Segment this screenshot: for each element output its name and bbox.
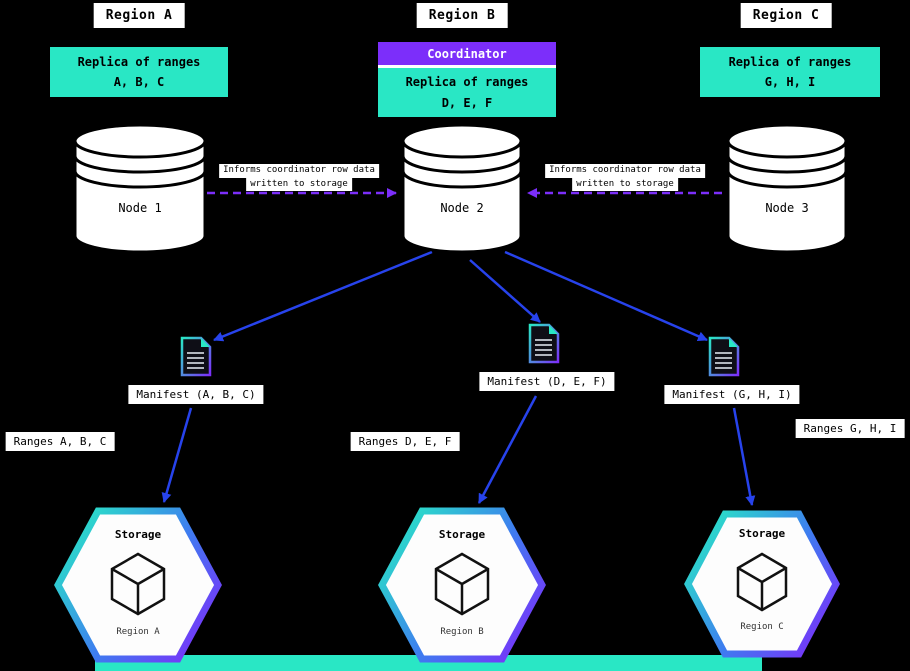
manifest-c-label: Manifest (G, H, I) (664, 385, 800, 404)
arrow-manifest-b-to-storage-b (477, 395, 538, 504)
replica-c-line2: G, H, I (764, 75, 816, 89)
informs-note-left-line1: Informs coordinator row data (219, 164, 379, 178)
manifest-b-label: Manifest (D, E, F) (479, 372, 615, 391)
replica-a-line2: A, B, C (113, 75, 165, 89)
ranges-c-label: Ranges G, H, I (795, 419, 905, 438)
manifest-c-document-icon (708, 336, 740, 377)
node-3-label: Node 3 (765, 201, 809, 215)
region-a-title: Region A (93, 3, 185, 28)
storage-a-title: Storage (114, 528, 162, 541)
ranges-b-label: Ranges D, E, F (350, 432, 460, 451)
coordinator-badge: Coordinator (378, 42, 556, 68)
storage-c-hexagon (684, 510, 840, 658)
storage-c-title: Storage (738, 527, 786, 540)
replica-box-c: Replica of ranges G, H, I (700, 47, 880, 97)
storage-b-title: Storage (438, 528, 486, 541)
informs-note-right-line1: Informs coordinator row data (545, 164, 705, 178)
region-b-title: Region B (416, 3, 508, 28)
arrow-node2-to-manifest-c (504, 250, 708, 342)
cube-icon (110, 552, 166, 616)
storage-a-hexagon (54, 507, 222, 663)
storage-c-region: Region C (740, 622, 784, 632)
replica-c-line1: Replica of ranges (728, 54, 852, 69)
manifest-b-document-icon (528, 323, 560, 364)
informs-note-left: Informs coordinator row data written to … (219, 164, 379, 191)
cube-icon (434, 552, 490, 616)
node-1-label: Node 1 (118, 201, 162, 215)
storage-a-region: Region A (116, 627, 160, 637)
arrow-node2-to-manifest-a (213, 250, 433, 342)
arrow-manifest-c-to-storage-c (732, 407, 756, 506)
informs-note-right: Informs coordinator row data written to … (545, 164, 705, 191)
replica-b-line2: D, E, F (441, 95, 493, 110)
informs-note-left-line2: written to storage (246, 177, 352, 191)
ranges-a-label: Ranges A, B, C (5, 432, 115, 451)
node-1-database-icon (73, 123, 207, 254)
manifest-a-label: Manifest (A, B, C) (128, 385, 264, 404)
node-2-database-icon (401, 123, 523, 254)
footer-bar (95, 655, 762, 671)
storage-b-region: Region B (440, 627, 484, 637)
node-2-label: Node 2 (440, 201, 484, 215)
region-c-title: Region C (740, 3, 832, 28)
replica-box-a: Replica of ranges A, B, C (50, 47, 228, 97)
manifest-a-document-icon (180, 336, 212, 377)
cube-icon (736, 552, 788, 612)
arrow-node2-to-manifest-b (469, 259, 541, 323)
replica-box-b: Replica of ranges D, E, F (378, 68, 556, 117)
replica-b-line1: Replica of ranges (405, 75, 529, 90)
arrow-manifest-a-to-storage-a (161, 407, 193, 503)
replica-a-line1: Replica of ranges (77, 54, 201, 69)
storage-b-hexagon (378, 507, 546, 663)
node-3-database-icon (726, 123, 848, 254)
informs-note-right-line2: written to storage (572, 177, 678, 191)
